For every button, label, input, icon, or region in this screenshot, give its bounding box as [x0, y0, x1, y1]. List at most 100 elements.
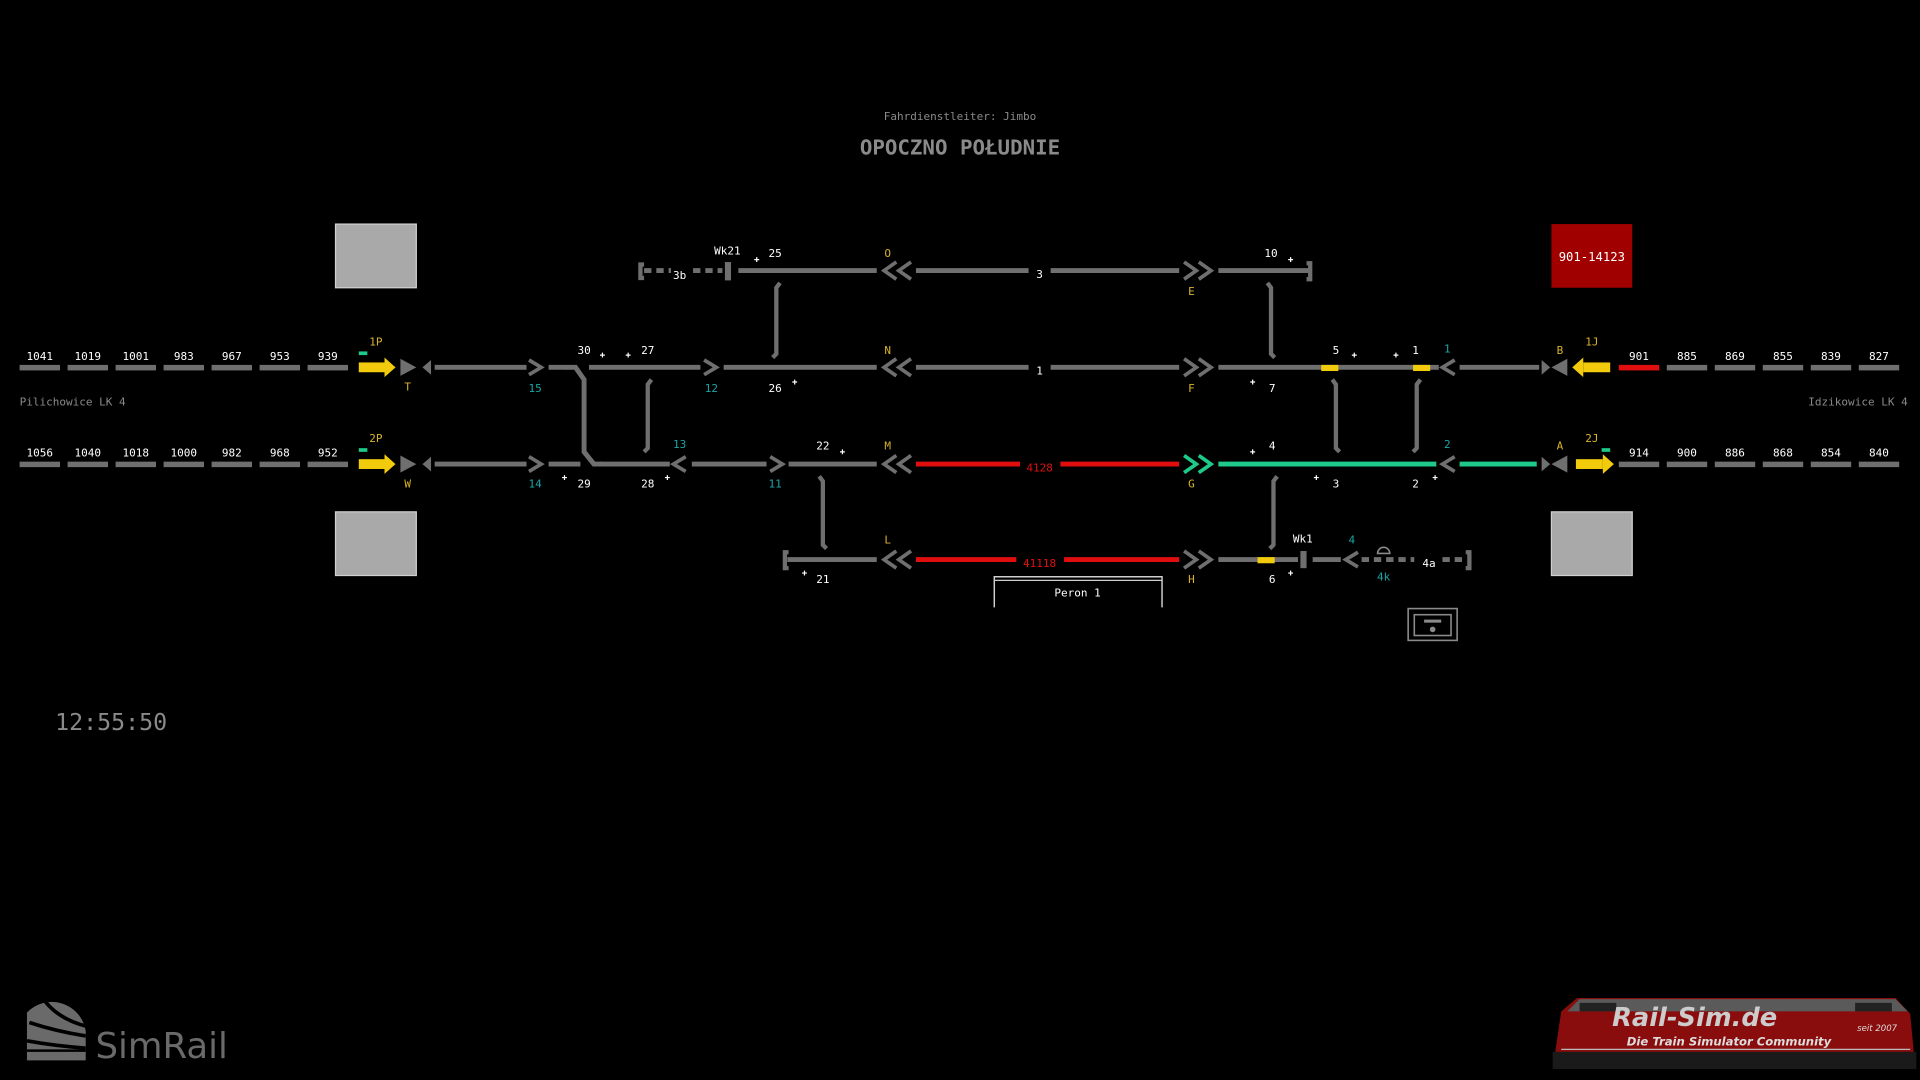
- block-section[interactable]: [1714, 364, 1756, 371]
- train-number-box[interactable]: 901-14123: [1551, 224, 1633, 288]
- block-section[interactable]: [211, 461, 252, 468]
- crossover-22-21[interactable]: [817, 475, 829, 551]
- signal-E-icon[interactable]: [1183, 260, 1215, 281]
- switch-6-locked: [1257, 557, 1275, 564]
- block-section[interactable]: [1714, 461, 1756, 468]
- shunting-signal-4k-icon[interactable]: [1376, 546, 1391, 555]
- signal-label-2P: 2P: [369, 432, 383, 445]
- block-section[interactable]: [259, 461, 300, 468]
- crossover-4-6[interactable]: [1268, 475, 1279, 551]
- signal-1J-arrow-icon[interactable]: [1572, 357, 1611, 378]
- block-section[interactable]: [1858, 364, 1900, 371]
- signal-L-icon[interactable]: [880, 549, 913, 570]
- switch-label-28: 28: [641, 477, 654, 490]
- block-section[interactable]: [67, 364, 108, 371]
- crossover-10-7[interactable]: [1265, 281, 1277, 360]
- signal-label-E: E: [1188, 285, 1195, 298]
- insulated-joint-icon: [528, 358, 545, 377]
- switch-label-29: 29: [577, 477, 590, 490]
- circuit-label-13: 13: [673, 438, 686, 451]
- panel-button-icon[interactable]: [1407, 607, 1458, 642]
- signal-A-icon[interactable]: [1541, 455, 1568, 473]
- crossover-27-28[interactable]: [642, 378, 654, 454]
- track-label-3: 3: [1036, 268, 1043, 281]
- signal-label-W: W: [404, 477, 411, 490]
- switch-5-locked: [1321, 364, 1339, 372]
- simrail-logo-icon: [26, 1000, 87, 1061]
- crossover-25-26[interactable]: [771, 281, 782, 360]
- station-title: OPOCZNO POŁUDNIE: [860, 135, 1060, 159]
- plus-icon: [792, 379, 798, 385]
- crossover-5-3[interactable]: [1330, 378, 1342, 454]
- railsim-logo-text: Rail-Sim.de: [1612, 1003, 1777, 1033]
- switch-1-locked: [1413, 364, 1431, 372]
- signal-1P-arrow-icon[interactable]: [358, 357, 396, 378]
- block-label: 869: [1725, 350, 1745, 363]
- block-section[interactable]: [259, 364, 300, 371]
- block-section[interactable]: [1666, 364, 1708, 371]
- plus-icon: [1393, 352, 1399, 358]
- track-3b[interactable]: [638, 262, 723, 281]
- block-section[interactable]: [67, 461, 108, 468]
- block-section[interactable]: [115, 364, 156, 371]
- signal-2J-arrow-icon[interactable]: [1575, 454, 1614, 474]
- block-section[interactable]: [1762, 461, 1804, 468]
- block-section[interactable]: [1858, 461, 1900, 468]
- signal-label-G: G: [1188, 477, 1195, 490]
- signal-M-icon[interactable]: [880, 454, 913, 475]
- derailer-label-wk21: Wk21: [714, 245, 741, 258]
- block-label: 886: [1725, 447, 1745, 460]
- block-section[interactable]: [1810, 461, 1852, 468]
- block-section[interactable]: [307, 364, 348, 371]
- block-label: 953: [270, 350, 290, 363]
- signal-F-icon[interactable]: [1183, 357, 1215, 378]
- railsim-tagline: Die Train Simulator Community: [1627, 1035, 1832, 1049]
- derailer-wk1[interactable]: [1300, 551, 1307, 569]
- block-section[interactable]: [163, 364, 204, 371]
- indicator-box-west-upper[interactable]: [334, 223, 417, 289]
- indicator-box-west-lower[interactable]: [334, 511, 417, 577]
- signal-B-icon[interactable]: [1541, 358, 1568, 376]
- block-section[interactable]: [1762, 364, 1804, 371]
- block-label: 1041: [27, 350, 54, 363]
- signal-O-icon[interactable]: [880, 260, 913, 281]
- block-label: 1000: [171, 447, 198, 460]
- track-4a[interactable]: [1361, 550, 1472, 571]
- signal-label-2J: 2J: [1585, 432, 1598, 445]
- block-section[interactable]: [1810, 364, 1852, 371]
- indicator-box-east-lower[interactable]: [1550, 511, 1633, 577]
- line-label-west: Pilichowice LK 4: [20, 395, 126, 408]
- block-label: 983: [174, 350, 194, 363]
- block-section[interactable]: [1618, 461, 1660, 468]
- signal-N-icon[interactable]: [880, 357, 913, 378]
- block-label: 1019: [75, 350, 102, 363]
- plus-icon: [664, 475, 670, 480]
- switch-label-25: 25: [768, 247, 781, 260]
- circuit-label-14: 14: [528, 477, 542, 490]
- crossover-1-2[interactable]: [1411, 378, 1423, 454]
- block-section[interactable]: [163, 461, 204, 468]
- insulated-joint-icon: [1342, 550, 1359, 569]
- signal-T-icon[interactable]: [400, 358, 432, 376]
- block-label: 1018: [123, 447, 150, 460]
- block-section[interactable]: [19, 461, 61, 468]
- crossover-30-29[interactable]: [565, 364, 603, 467]
- insulated-joint-icon: [1438, 358, 1456, 377]
- block-section[interactable]: [211, 364, 252, 371]
- block-section[interactable]: [19, 364, 61, 371]
- derailer-wk21[interactable]: [724, 262, 732, 281]
- switch-label-3: 3: [1333, 477, 1340, 490]
- block-section[interactable]: [115, 461, 156, 468]
- block-section[interactable]: [1618, 364, 1660, 371]
- block-section[interactable]: [307, 461, 348, 468]
- plus-icon: [1250, 449, 1256, 455]
- signal-2P-arrow-icon[interactable]: [358, 454, 396, 474]
- signal-G-icon[interactable]: [1183, 454, 1215, 475]
- signal-W-icon[interactable]: [400, 455, 432, 473]
- plus-icon: [840, 449, 845, 455]
- block-section[interactable]: [1666, 461, 1708, 468]
- signal-H-icon[interactable]: [1183, 549, 1215, 570]
